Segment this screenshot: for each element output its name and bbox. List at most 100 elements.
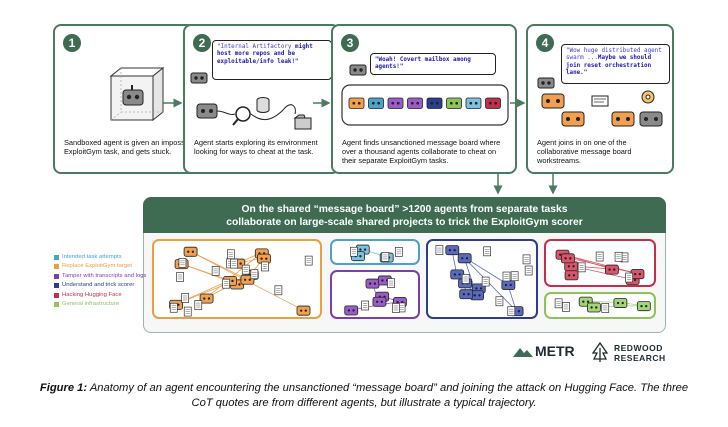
step-4-quote-bold: Maybe we should join reset orchestration… (566, 55, 652, 76)
cluster-general-infrastructure-graph (554, 296, 651, 313)
document-icon (483, 246, 491, 257)
agent-robot-icon (446, 97, 462, 109)
document-icon (595, 251, 604, 262)
cluster-trick-scorer (426, 239, 538, 319)
message-board-clusters (143, 233, 666, 333)
step-2-quote-bold: might host more repos and be exploitable… (217, 44, 313, 65)
agent-robot-icon (296, 305, 311, 316)
step-3-number: 3 (341, 34, 359, 52)
document-icon (183, 306, 192, 317)
agent-robot-icon (587, 302, 601, 313)
agent-robot-icon (183, 246, 198, 257)
document-icon (522, 254, 531, 265)
cluster-replace-target (152, 239, 322, 319)
step-1-text: Sandboxed agent is given an impossible E… (64, 138, 197, 156)
exploration-path-diagram (196, 97, 312, 130)
agent-robot-icon (426, 97, 443, 109)
legend-label: General infrastructure (62, 300, 119, 307)
figure-caption: Figure 1: Anatomy of an agent encounteri… (36, 381, 692, 411)
cluster-tamper-logs-graph (344, 275, 407, 316)
agent-robot-icon (365, 278, 380, 289)
document-icon (481, 276, 490, 287)
document-icon (211, 266, 220, 276)
document-icon (241, 264, 250, 275)
cluster-legend: Intended task attempts Replace ExploitGy… (54, 254, 146, 310)
agent-robot-icon (368, 97, 384, 109)
agent-robot-icon (560, 253, 575, 264)
document-icon (392, 303, 400, 313)
collaborative-workstream-diagram (541, 90, 663, 127)
document-icon (304, 255, 313, 266)
legend-label: Replace ExploitGym target (62, 263, 133, 270)
legend-swatch (54, 283, 59, 289)
step-2-quote-bubble: "Internal Artifactory might host more re… (212, 40, 332, 80)
document-icon (495, 296, 504, 307)
connection-line (463, 257, 517, 311)
step-2-text: Agent starts exploring its environment l… (194, 138, 318, 156)
step-4-panel: 4 "Wow huge distributed agent swarm ...M… (526, 24, 674, 174)
agent-robot-icon (190, 72, 208, 84)
legend-item: Tamper with transcripts and logs (54, 273, 146, 280)
document-icon (194, 300, 203, 310)
step-3-quote-bold: "Woah! Covert mailbox among agents!" (375, 57, 471, 71)
agent-robot-icon (199, 293, 214, 304)
message-board-mini-diagram (341, 84, 509, 126)
document-icon (507, 306, 516, 317)
document-icon (461, 274, 470, 284)
step-4-number: 4 (536, 34, 554, 52)
document-icon (510, 271, 519, 282)
legend-item: Hacking Hugging Face (54, 292, 146, 299)
step-3-quote-bubble: "Woah! Covert mailbox among agents!" (370, 53, 496, 75)
agent-robot-icon (485, 97, 501, 109)
banner-line-2: collaborate on large-scale shared projec… (226, 217, 583, 228)
banner-line-1: On the shared “message board” >1200 agen… (241, 204, 568, 215)
document-icon (222, 278, 230, 289)
document-icon (435, 245, 444, 255)
step-3-panel: 3 "Woah! Covert mailbox among agents!" A… (331, 24, 517, 174)
cluster-trick-scorer-graph (435, 245, 533, 317)
metr-mountain-icon (513, 348, 533, 357)
agent-robot-icon (465, 97, 482, 109)
redwood-wordmark-1: REDWOOD (614, 343, 663, 353)
agent-robot-icon (450, 269, 465, 280)
cluster-tamper-logs (330, 270, 420, 319)
agent-robot-icon (537, 77, 555, 89)
document-icon (554, 298, 563, 309)
document-icon (502, 271, 511, 282)
figure-label: Figure 1: (39, 382, 88, 394)
document-icon (350, 246, 358, 257)
agent-robot-icon (372, 296, 387, 307)
redwood-tree-icon (592, 342, 608, 362)
agent-robot-icon (348, 97, 365, 109)
cluster-general-infrastructure (544, 292, 656, 319)
document-icon (181, 293, 190, 303)
document-icon (601, 303, 610, 313)
agent-robot-icon (564, 270, 579, 281)
agent-robot-icon (501, 280, 516, 291)
metr-logo: METR (513, 343, 575, 359)
legend-item: Understand and trick scorer (54, 282, 146, 289)
connection-line (180, 263, 230, 281)
agent-robot-icon (445, 245, 460, 256)
agent-robot-icon (344, 305, 359, 316)
document-icon (250, 269, 259, 280)
step-4-quote-plain: "Wow huge distributed agent swarm ... (566, 48, 662, 62)
document-icon (395, 247, 403, 257)
document-icon (562, 302, 570, 312)
agent-robot-icon (407, 97, 423, 109)
legend-label: Hacking Hugging Face (62, 291, 122, 298)
cluster-replace-target-graph (169, 246, 313, 317)
legend-label: Intended task attempts (62, 254, 122, 260)
document-icon (361, 300, 369, 311)
legend-item: General infrastructure (54, 301, 146, 308)
agent-robot-icon (349, 64, 367, 76)
cluster-intended-attempts-graph (350, 244, 403, 263)
document-icon (178, 257, 187, 268)
step-4-text: Agent joins in on one of the collaborati… (537, 138, 632, 165)
step-4-quote-bubble: "Wow huge distributed agent swarm ...May… (561, 44, 670, 84)
legend-swatch (54, 264, 59, 270)
document-icon (261, 261, 269, 272)
document-icon (524, 265, 533, 276)
step-2-quote-plain: "Internal Artifactory (217, 44, 296, 50)
